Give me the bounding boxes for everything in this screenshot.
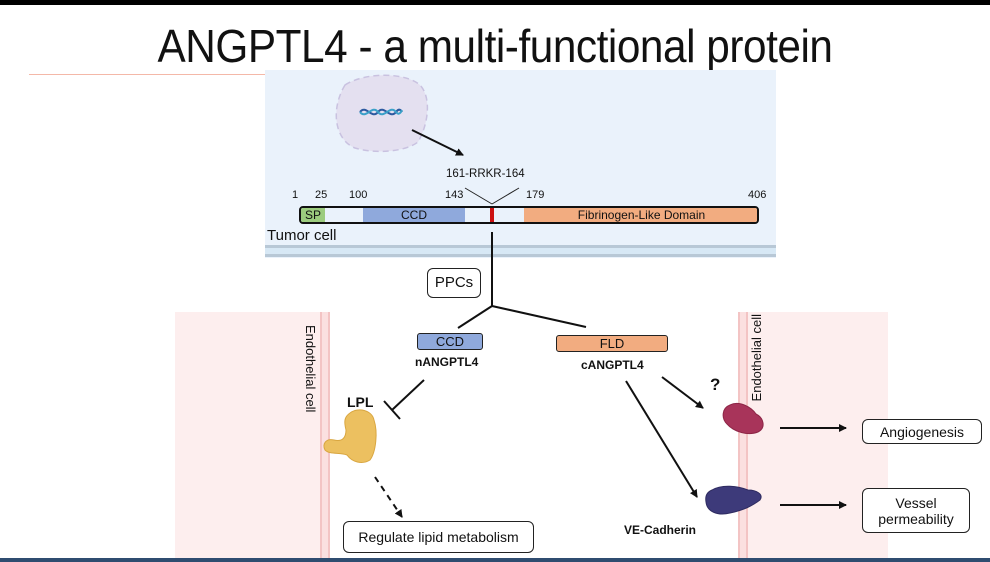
position-1: 1 bbox=[292, 189, 299, 201]
ve-cadherin-label: VE-Cadherin bbox=[624, 523, 697, 537]
vessel-permeability-outcome: Vessel permeability bbox=[862, 488, 970, 533]
inhibition-bar bbox=[383, 400, 401, 420]
endothelial-cell-left-label: Endothelial cell bbox=[303, 325, 318, 413]
ve-cadherin-shape bbox=[705, 485, 762, 515]
fibrinogen-like-domain: Fibrinogen-Like Domain bbox=[524, 208, 757, 222]
lipid-metabolism-outcome: Regulate lipid metabolism bbox=[343, 521, 534, 553]
fld-fragment: FLD bbox=[556, 335, 668, 352]
transcription-arrow bbox=[411, 129, 464, 156]
cleavage-site-marker bbox=[490, 208, 494, 222]
unknown-receptor-shape bbox=[722, 402, 764, 435]
split-to-fld bbox=[491, 305, 587, 328]
endothelial-membrane-right bbox=[738, 312, 748, 562]
tumor-membrane-inner bbox=[265, 254, 776, 257]
cleavage-callout-right bbox=[491, 187, 520, 205]
ccd-domain: CCD bbox=[363, 208, 465, 222]
dna-icon bbox=[359, 108, 403, 116]
tumor-cell-label: Tumor cell bbox=[267, 227, 337, 244]
arrow-to-ve-cadherin bbox=[625, 380, 698, 498]
nucleus-shape bbox=[335, 74, 429, 153]
angiogenesis-outcome: Angiogenesis bbox=[862, 419, 982, 444]
split-to-ccd bbox=[457, 305, 493, 329]
position-179: 179 bbox=[526, 189, 545, 201]
cleavage-site-label: 161-RRKR-164 bbox=[446, 168, 525, 180]
cangptl4-label: cANGPTL4 bbox=[581, 358, 644, 372]
slide-title: ANGPTL4 - a multi-functional protein bbox=[157, 20, 833, 72]
ccd-fragment: CCD bbox=[417, 333, 483, 350]
angptl4-protein-bar: SP CCD Fibrinogen-Like Domain bbox=[299, 206, 759, 224]
nangptl4-label: nANGPTL4 bbox=[415, 355, 479, 369]
inhibition-line bbox=[391, 379, 425, 411]
title-underline bbox=[29, 74, 265, 75]
position-100: 100 bbox=[349, 189, 368, 201]
signal-peptide-domain: SP bbox=[301, 208, 325, 222]
top-border bbox=[0, 0, 990, 5]
endothelial-membrane-left bbox=[320, 312, 330, 562]
cleavage-callout-left bbox=[464, 187, 493, 205]
tumor-membrane-gap bbox=[265, 248, 776, 254]
tumor-membrane-outer bbox=[265, 245, 776, 248]
ppcs-enzyme-box: PPCs bbox=[427, 268, 481, 298]
bottom-border bbox=[0, 558, 990, 562]
lpl-label: LPL bbox=[347, 394, 374, 410]
endothelial-cell-left bbox=[175, 312, 330, 562]
position-25: 25 bbox=[315, 189, 328, 201]
unknown-receptor-label: ? bbox=[710, 375, 721, 394]
position-406: 406 bbox=[748, 189, 767, 201]
arrow-to-unknown-receptor bbox=[661, 376, 704, 409]
lpl-dashed-arrow bbox=[374, 476, 403, 518]
position-143: 143 bbox=[445, 189, 464, 201]
lpl-protein-shape bbox=[323, 409, 377, 463]
